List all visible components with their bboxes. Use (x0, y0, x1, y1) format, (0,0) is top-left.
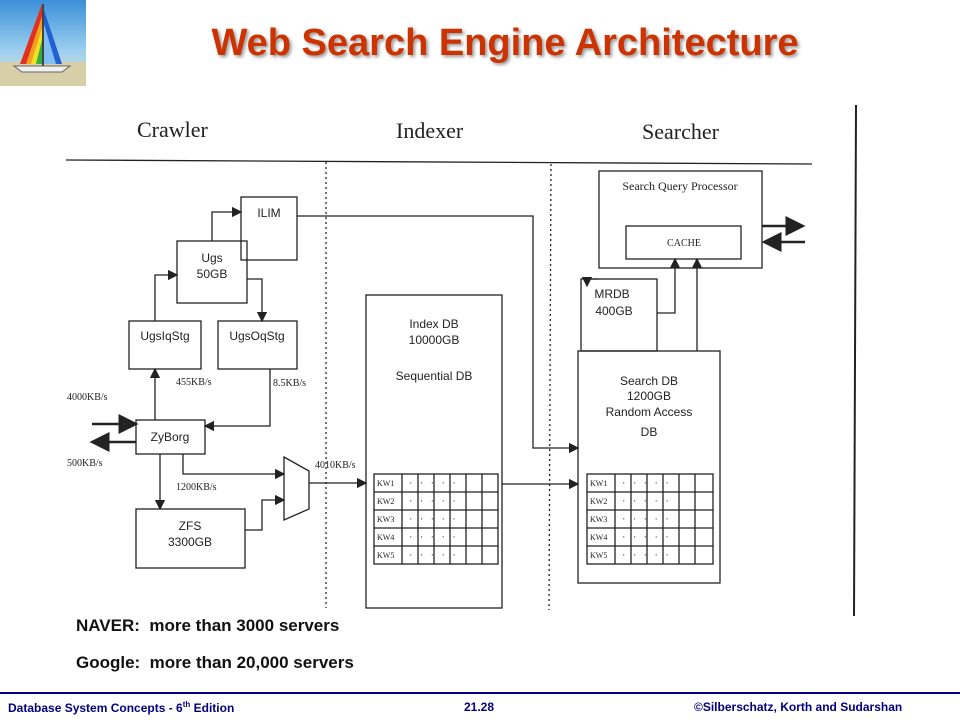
arrow-mrdb-to-cache (657, 257, 681, 314)
header-rule (65, 159, 813, 165)
label-indexdb-size: 10000GB (409, 333, 460, 347)
svg-text:· · · · ·: · · · · · (408, 515, 457, 525)
label-zfs-size: 3300GB (168, 535, 212, 549)
search-kw-grid (586, 473, 714, 565)
box-zyborg (135, 419, 206, 455)
footer-left: Database System Concepts - 6th Edition (8, 700, 235, 715)
mux-shape (283, 455, 310, 521)
label-ugsiqstg: UgsIqStg (140, 329, 189, 343)
search-kw-label: KW5 (590, 551, 607, 560)
section-divider-indexer-searcher (548, 163, 552, 611)
footer-copyright: ©Silberschatz, Korth and Sudarshan (694, 700, 903, 714)
svg-text:· · · · ·: · · · · · (621, 479, 670, 489)
section-label-searcher: Searcher (642, 119, 720, 144)
note-google-label: Google: (76, 653, 141, 672)
label-ugs-name: Ugs (201, 251, 222, 265)
label-searchdb-name: Search DB (620, 374, 678, 388)
index-kw-grid (373, 473, 499, 565)
note-naver-label: NAVER: (76, 616, 140, 635)
box-cache (625, 225, 742, 260)
footer-rule (0, 692, 960, 694)
arrow-iq-to-ugs (154, 269, 179, 321)
note-naver: NAVER: more than 3000 servers (76, 616, 339, 636)
arrow-zfs-to-mux (245, 494, 286, 531)
arrow-ugs-to-oq (247, 278, 268, 323)
search-kw-grid-lines (587, 474, 713, 564)
arrow-oq-to-zyborg (203, 369, 271, 432)
section-label-indexer: Indexer (396, 118, 464, 143)
rate-455: 455KB/s (176, 377, 212, 388)
index-kw-label: KW5 (377, 551, 394, 560)
box-index-db (365, 294, 503, 609)
svg-text:· · · · ·: · · · · · (408, 479, 457, 489)
label-mrdb-name: MRDB (594, 287, 629, 301)
svg-text:· · · · ·: · · · · · (408, 551, 457, 561)
index-kw-label: KW3 (377, 515, 394, 524)
arrow-ugs-to-ilim (211, 206, 243, 241)
svg-text:· · · · ·: · · · · · (621, 533, 670, 543)
box-zfs (135, 508, 246, 569)
note-google-text: more than 20,000 servers (149, 653, 354, 672)
search-kw-label: KW1 (590, 479, 607, 488)
arrow-zyborg-to-mux (182, 454, 286, 480)
box-search-db (577, 350, 721, 584)
rate-in-left: 4000KB/s (67, 392, 108, 403)
svg-text:· · · · ·: · · · · · (408, 497, 457, 507)
label-searchdb-type: Random Access (606, 405, 693, 419)
section-label-crawler: Crawler (137, 117, 209, 142)
search-kw-label: KW4 (590, 533, 607, 542)
index-kw-label: KW1 (377, 479, 394, 488)
page-title: Web Search Engine Architecture (211, 22, 799, 64)
svg-text:· · · · ·: · · · · · (621, 515, 670, 525)
label-searchdb-suffix: DB (641, 425, 658, 439)
sailboat-logo-icon (0, 0, 86, 86)
arrow-ilim-to-searchdb (297, 215, 580, 454)
rate-4010: 4010KB/s (315, 460, 356, 471)
svg-text:· · · · ·: · · · · · (621, 497, 670, 507)
rate-out-left: 500KB/s (67, 458, 103, 469)
svg-text:· · · · ·: · · · · · (408, 533, 457, 543)
label-indexdb-name: Index DB (409, 317, 458, 331)
box-ilim (240, 196, 298, 261)
note-google: Google: more than 20,000 servers (76, 653, 354, 673)
rate-1200: 1200KB/s (176, 482, 217, 493)
label-zfs-name: ZFS (179, 519, 202, 533)
rate-8-5: 8.5KB/s (273, 378, 306, 389)
label-search-query-processor: Search Query Processor (622, 179, 737, 193)
search-kw-label: KW3 (590, 515, 607, 524)
index-kw-label: KW2 (377, 497, 394, 506)
note-naver-text: more than 3000 servers (149, 616, 340, 635)
label-ugs-size: 50GB (197, 267, 228, 281)
label-ugsoqstg: UgsOqStg (229, 329, 284, 343)
index-kw-label: KW4 (377, 533, 394, 542)
label-cache: CACHE (667, 238, 701, 249)
svg-text:· · · · ·: · · · · · (621, 551, 670, 561)
box-ugsiqstg (128, 320, 202, 370)
label-searchdb-size: 1200GB (627, 389, 671, 403)
label-ilim: ILIM (257, 206, 280, 220)
index-kw-grid-lines (374, 474, 498, 564)
grid-dots: · · · · · · · · · · · · · · · · · · · · … (408, 479, 670, 561)
search-kw-label: KW2 (590, 497, 607, 506)
label-zyborg: ZyBorg (151, 430, 190, 444)
label-indexdb-type: Sequential DB (396, 369, 473, 383)
footer-page-number: 21.28 (464, 700, 495, 714)
arrow-sqp-to-mrdb (581, 276, 599, 288)
right-border (853, 104, 857, 617)
box-search-query-processor (598, 170, 763, 269)
label-mrdb-size: 400GB (595, 304, 632, 318)
